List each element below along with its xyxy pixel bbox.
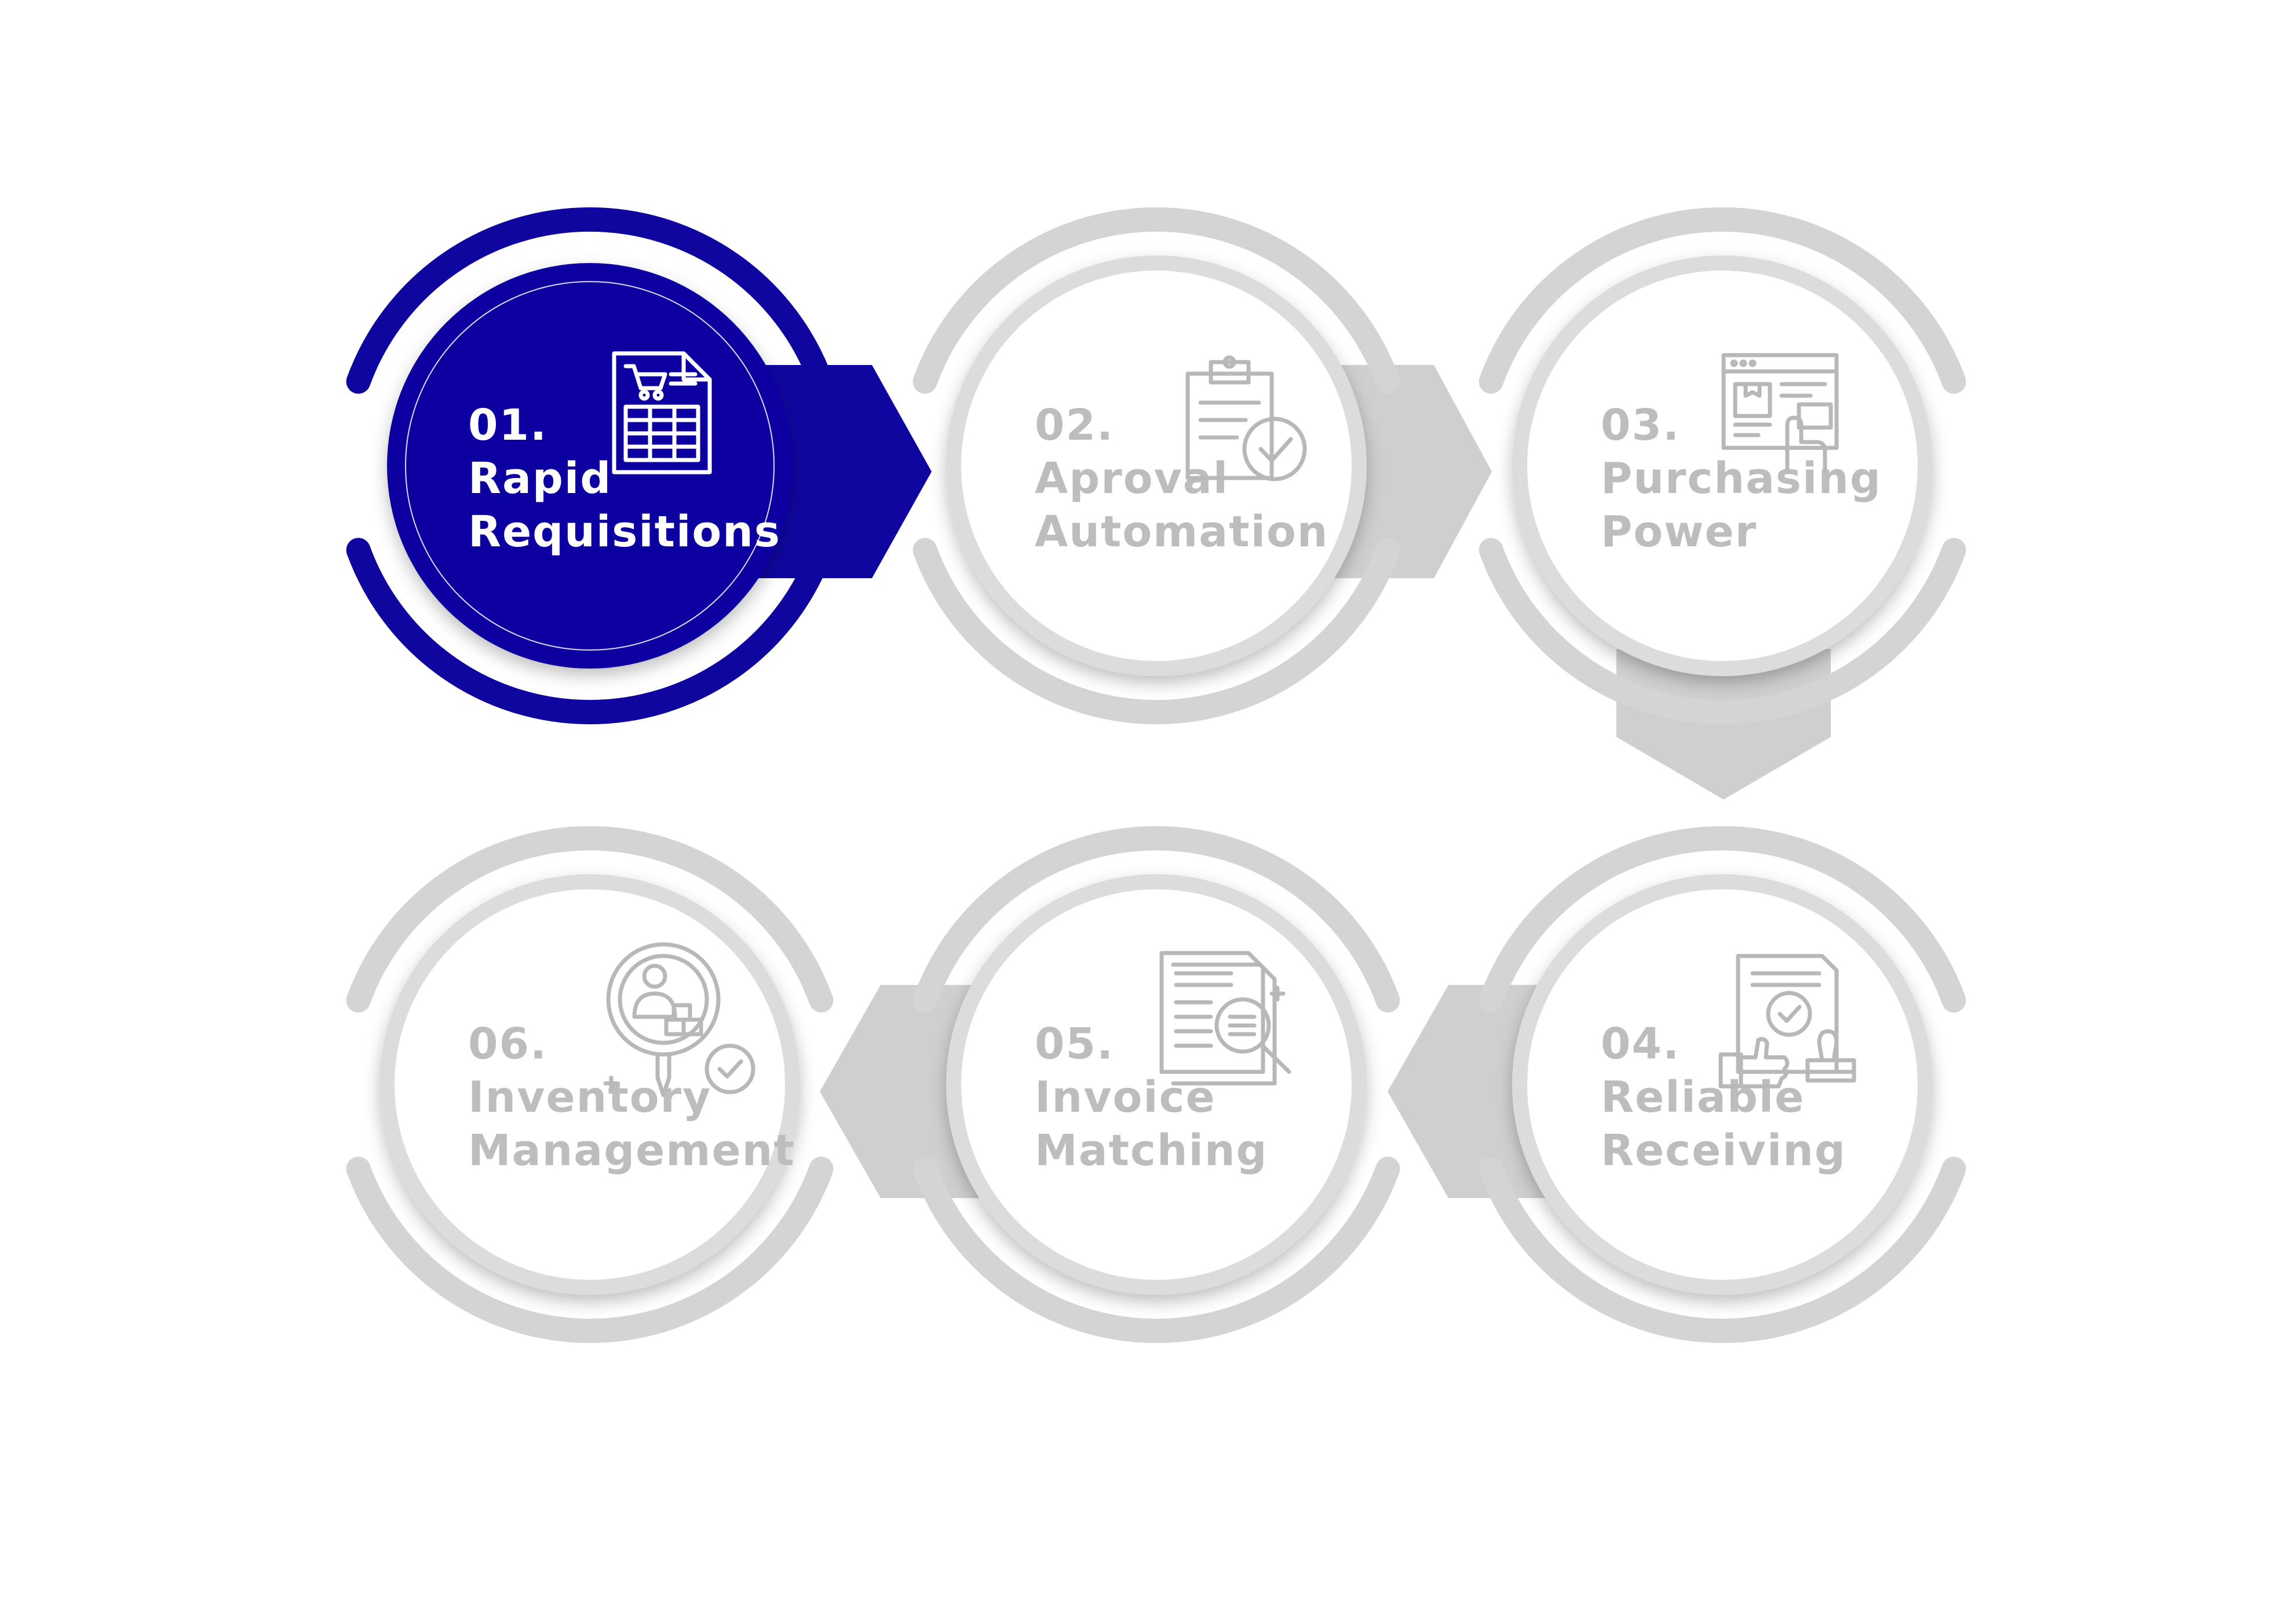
step-4-outer-ring-top <box>1479 826 1966 1013</box>
step-5-number: 05. <box>1035 1019 1114 1069</box>
step-1-outer-ring-bottom <box>346 538 834 725</box>
connector-arrow-2-3 <box>1321 365 1492 578</box>
spreadsheet-cart-icon <box>612 351 712 475</box>
step-4-title-line1: Reliable <box>1601 1072 1805 1122</box>
step-2-circle <box>946 256 1367 676</box>
document-search-icon <box>1159 951 1291 1086</box>
step-2-title-line2: Automation <box>1035 507 1328 557</box>
step-2-outer-ring-bottom <box>912 538 1400 725</box>
step-5-outer-ring-bottom <box>912 1156 1400 1344</box>
magnifier-person-icon <box>603 942 755 1097</box>
step-2-number: 02. <box>1035 400 1114 450</box>
step-6-number: 06. <box>468 1019 547 1069</box>
browser-touch-icon <box>1721 353 1839 473</box>
step-1-circle <box>387 263 793 669</box>
connector-arrow-1-2 <box>753 365 932 578</box>
step-3-title-line2: Power <box>1601 507 1757 557</box>
step-4-number: 04. <box>1601 1019 1680 1069</box>
step-1-title-line2: Requisitions <box>468 507 781 557</box>
document-stamp-icon <box>1718 954 1856 1089</box>
step-5-title-line1: Invoice <box>1035 1072 1216 1122</box>
step-2-outer-ring-top <box>912 207 1400 394</box>
step-6-title-line2: Management <box>468 1126 795 1176</box>
step-3-circle <box>1512 256 1933 676</box>
step-3-outer-ring-top <box>1479 207 1966 394</box>
step-5-outer-ring-top <box>912 826 1400 1013</box>
step-6-outer-ring-bottom <box>346 1156 834 1344</box>
step-6-title-line1: Inventory <box>468 1072 711 1122</box>
step-1-number: 01. <box>468 400 547 450</box>
step-5-circle <box>946 874 1367 1295</box>
step-1-outer-ring-top <box>346 207 834 394</box>
clipboard-check-icon <box>1185 355 1307 481</box>
step-4-outer-ring-bottom <box>1479 1156 1966 1344</box>
step-3-title-line1: Purchasing <box>1601 454 1882 503</box>
step-3-outer-ring-bottom <box>1479 538 1966 725</box>
step-6-circle <box>379 874 800 1295</box>
step-1-inner-ring <box>405 281 775 651</box>
step-4-title-line2: Receiving <box>1601 1126 1846 1176</box>
step-3-number: 03. <box>1601 400 1680 450</box>
step-6-outer-ring-top <box>346 826 834 1013</box>
step-1-title-line1: Rapid <box>468 454 612 503</box>
step-5-title-line2: Matching <box>1035 1126 1268 1176</box>
